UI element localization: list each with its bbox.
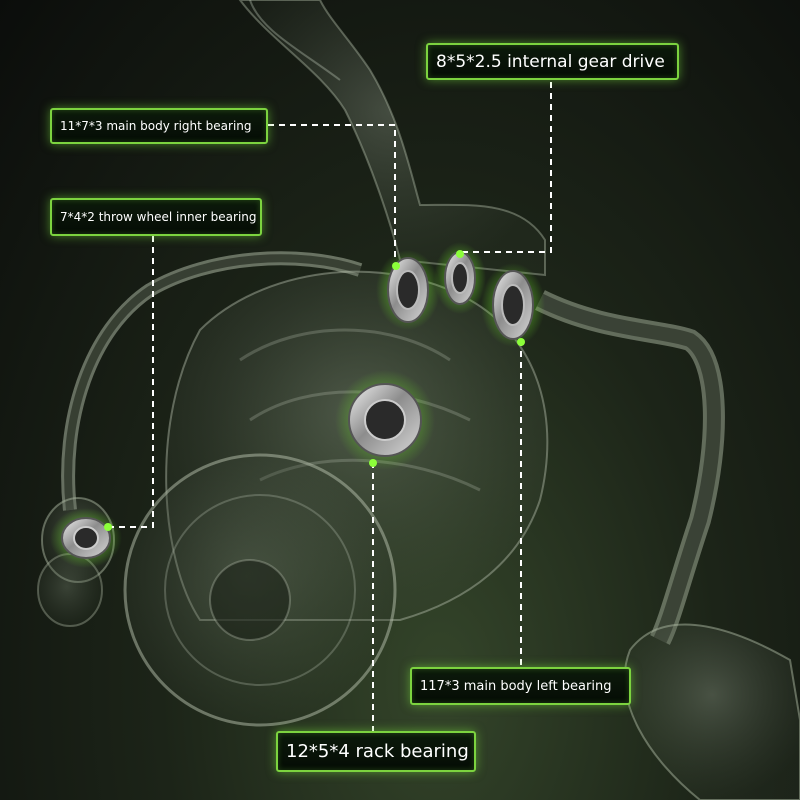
bearing-rack	[335, 370, 435, 470]
leader-right-bearing	[268, 124, 396, 262]
leader-lines	[108, 82, 552, 731]
bearing-throw-wheel	[50, 508, 122, 568]
leader-dots	[104, 250, 525, 531]
reel-handle	[535, 290, 800, 800]
reel-stem	[238, 0, 546, 277]
leader-throw-wheel	[108, 236, 154, 528]
label-right-bearing: 11*7*3 main body right bearing	[50, 108, 268, 144]
label-throw-wheel: 7*4*2 throw wheel inner bearing	[50, 198, 262, 236]
reel-spool	[123, 453, 397, 727]
label-left-bearing: 117*3 main body left bearing	[410, 667, 631, 705]
label-rack-bearing: 12*5*4 rack bearing	[276, 731, 476, 772]
bearing-right-main	[376, 250, 440, 330]
bearing-gear-drive	[434, 242, 486, 314]
leader-gear-drive	[460, 82, 552, 253]
label-gear-drive: 8*5*2.5 internal gear drive	[426, 43, 679, 80]
bearing-left-main	[481, 263, 545, 347]
